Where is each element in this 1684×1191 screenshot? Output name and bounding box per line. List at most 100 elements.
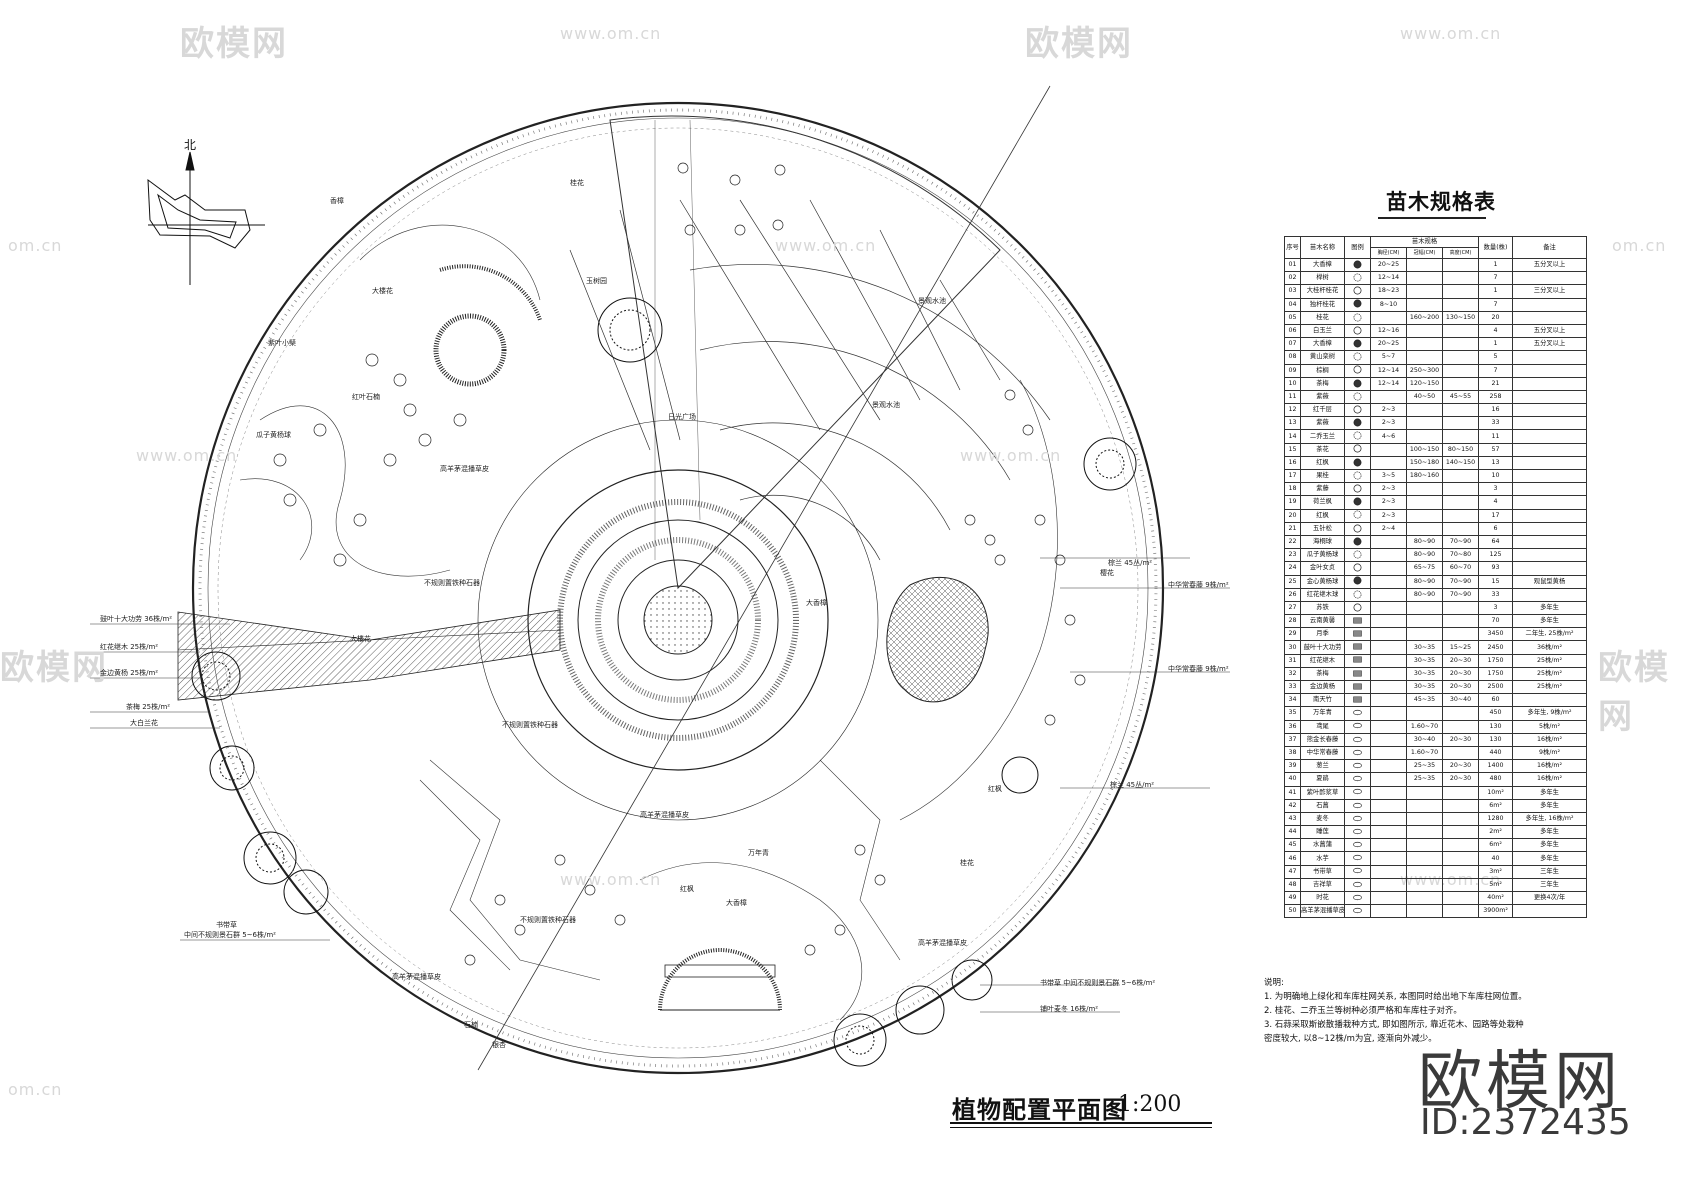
table-cell: 白玉兰 (1300, 323, 1345, 339)
table-cell (1441, 719, 1480, 734)
table-cell (1406, 403, 1443, 418)
groundcover-icon (1353, 828, 1362, 834)
table-cell: 鼓叶十大功劳 (1300, 640, 1345, 655)
table-cell: 红枫 (1300, 455, 1345, 471)
table-cell (1370, 759, 1407, 774)
table-cell: 100~150 (1406, 442, 1443, 457)
table-cell (1441, 825, 1480, 840)
table-cell: 120~150 (1406, 376, 1443, 391)
table-cell: 书带草 (1300, 864, 1345, 879)
table-cell (1441, 271, 1480, 286)
table-cell: 39 (1284, 759, 1301, 774)
table-cell (1441, 904, 1480, 919)
table-cell (1370, 679, 1407, 695)
tree-symbol-icon (1353, 510, 1362, 519)
table-cell (1441, 600, 1480, 616)
table-cell (1406, 271, 1443, 286)
table-cell: 22 (1284, 534, 1301, 550)
table-cell (1441, 521, 1480, 536)
drawing-title: 植物配置平面图 (952, 1095, 1127, 1124)
table-cell: 45 (1284, 838, 1301, 853)
table-cell (1370, 455, 1407, 471)
table-cell: 2~3 (1370, 482, 1407, 497)
table-cell: 20~30 (1441, 666, 1480, 682)
tree-symbol-icon (1353, 431, 1362, 440)
table-cell: 70~90 (1441, 534, 1480, 550)
table-cell: 14 (1284, 429, 1301, 444)
table-cell: 水菖蒲 (1300, 838, 1345, 853)
plan-label: 樱花 (1100, 569, 1114, 577)
table-cell (1370, 877, 1407, 893)
table-cell: 20~25 (1370, 337, 1407, 352)
table-subheader-row: 胸径(CM) 冠幅(CM) 高度(CM) (1285, 247, 1587, 259)
table-cell: 红千层 (1300, 403, 1345, 418)
tree-symbol-icon (1353, 458, 1362, 467)
table-cell (1441, 257, 1480, 273)
table-cell: 40m² (1478, 890, 1514, 906)
table-cell (1370, 389, 1407, 405)
terrace-steps (433, 264, 542, 387)
tree-symbol-icon (1353, 313, 1362, 322)
legend-symbol (1344, 574, 1371, 589)
table-cell: 3~5 (1370, 468, 1407, 484)
table-cell: 33 (1478, 587, 1514, 602)
table-cell (1441, 627, 1480, 642)
table-cell (1441, 706, 1480, 721)
legend-symbol (1344, 297, 1371, 312)
table-cell: 南天竹 (1300, 693, 1345, 708)
table-cell (1441, 798, 1480, 813)
table-cell: 28 (1284, 614, 1301, 629)
table-cell: 6m² (1478, 838, 1514, 853)
table-cell (1370, 442, 1407, 457)
table-cell (1512, 297, 1588, 312)
table-cell: 红花继木 (1300, 653, 1345, 668)
table-cell: 11 (1478, 429, 1514, 444)
table-cell (1406, 811, 1443, 827)
table-cell: 17 (1284, 468, 1301, 484)
table-cell: 多年生, 9株/m² (1512, 706, 1588, 721)
tree-symbol-icon (1353, 471, 1362, 480)
table-cell: 三年生 (1512, 877, 1588, 893)
table-cell: 09 (1284, 363, 1301, 378)
tree-symbol-icon (1353, 590, 1362, 598)
table-cell (1441, 838, 1480, 853)
table-cell (1406, 416, 1443, 431)
table-cell: 37 (1284, 732, 1301, 747)
table-cell: 12~14 (1370, 271, 1407, 286)
groundcover-icon (1353, 749, 1362, 755)
table-cell (1512, 482, 1588, 497)
title-underline (950, 1122, 1212, 1124)
table-cell: 49 (1284, 890, 1301, 906)
table-cell: 180~160 (1406, 468, 1443, 484)
table-cell: 16株/m² (1512, 759, 1588, 774)
table-cell: 2~3 (1370, 403, 1407, 418)
table-cell: 30 (1284, 640, 1301, 655)
table-cell (1512, 442, 1588, 457)
table-cell: 水芋 (1300, 851, 1345, 866)
table-cell (1441, 890, 1480, 906)
tree-symbol-icon (1353, 445, 1362, 453)
legend-symbol (1344, 600, 1371, 616)
table-cell: 2~3 (1370, 508, 1407, 523)
table-cell (1406, 508, 1443, 523)
table-cell: 20~30 (1441, 732, 1480, 747)
table-cell: 258 (1478, 389, 1514, 405)
legend-symbol (1344, 745, 1371, 761)
table-cell: 多年生 (1512, 614, 1588, 629)
tree-symbol-icon (1353, 576, 1362, 585)
table-cell: 440 (1478, 745, 1514, 761)
table-cell: 云南黄馨 (1300, 614, 1345, 629)
table-cell: 60 (1478, 693, 1514, 708)
table-cell: 130~150 (1441, 310, 1480, 325)
table-cell: 夏鹃 (1300, 772, 1345, 787)
